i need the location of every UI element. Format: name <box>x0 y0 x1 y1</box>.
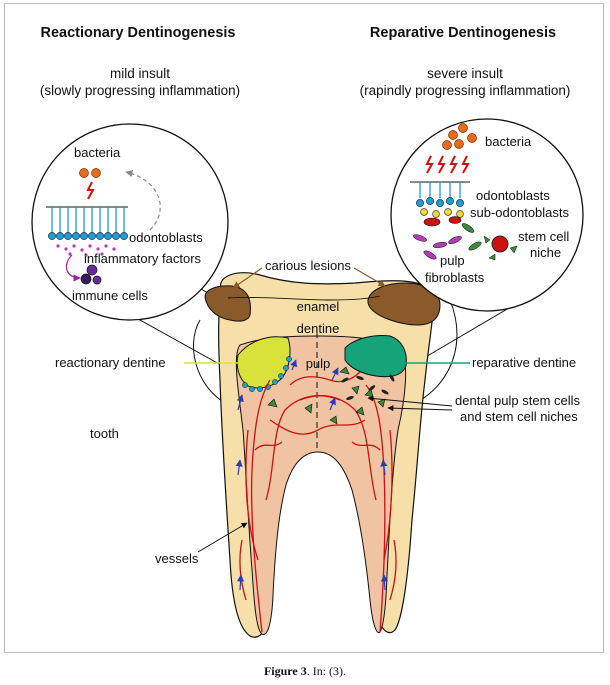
vessels-label: vessels <box>155 551 199 566</box>
right-title: Reparative Dentinogenesis <box>370 25 556 41</box>
left-bacteria-label: bacteria <box>74 145 121 160</box>
stem-cells-pointer-2 <box>387 405 453 412</box>
stem-cells-pointer-1 <box>367 395 453 407</box>
reactionary-dentine-label: reactionary dentine <box>55 355 166 370</box>
caries-left <box>204 285 251 322</box>
vessels <box>239 371 397 633</box>
enamel-label: enamel <box>297 299 340 314</box>
pulp-fibroblasts <box>341 374 395 401</box>
pulp-label: pulp <box>306 356 331 371</box>
right-magnifier: bacteria odontoblasts sub-odontoblasts <box>390 118 584 312</box>
caption-text: . In: (3). <box>306 664 347 678</box>
right-odontoblasts-label: odontoblasts <box>476 188 550 203</box>
stem-cells-label-1: dental pulp stem cells <box>455 393 581 408</box>
pulp-stem-cells <box>267 366 386 425</box>
figure-caption: Figure 3. In: (3). <box>0 664 610 679</box>
right-stem-cell-label: stem cell <box>518 229 569 244</box>
left-title: Reactionary Dentinogenesis <box>41 25 236 41</box>
left-immune-label: immune cells <box>72 288 148 303</box>
left-magnifier: bacteria odontoblasts inflammatory facto… <box>31 123 229 321</box>
right-insult: severe insult <box>427 66 503 81</box>
caption-label: Figure 3 <box>263 664 307 678</box>
reparative-dentine-label: reparative dentine <box>472 355 576 370</box>
tooth-label: tooth <box>90 426 119 441</box>
right-fibroblasts-label: fibroblasts <box>425 270 485 285</box>
blue-arrows <box>235 359 389 591</box>
left-inflammatory-label: inflammatory factors <box>84 251 202 266</box>
stem-cells-label-2: and stem cell niches <box>460 409 578 424</box>
right-niche-label: niche <box>530 245 561 260</box>
left-insult-detail: (slowly progressing inflammation) <box>40 83 240 98</box>
right-insult-detail: (rapindly progressing inflammation) <box>360 83 571 98</box>
caries-right <box>367 282 441 326</box>
carious-arrow-right <box>353 267 386 287</box>
vessels-pointer <box>197 522 248 553</box>
reparative-dentine <box>344 335 407 378</box>
right-pulp-label: pulp <box>440 253 465 268</box>
dentine-label: dentine <box>297 321 340 336</box>
right-sub-odontoblasts-label: sub-odontoblasts <box>470 205 570 220</box>
right-bacteria-label: bacteria <box>485 134 532 149</box>
left-insult: mild insult <box>110 66 170 81</box>
left-odontoblasts-label: odontoblasts <box>129 230 203 245</box>
carious-arrow-left <box>232 267 263 289</box>
enamel-line <box>227 295 381 301</box>
dentinogenesis-diagram: Reactionary Dentinogenesis Reparative De… <box>31 25 584 638</box>
carious-lesions-label: carious lesions <box>265 258 351 273</box>
